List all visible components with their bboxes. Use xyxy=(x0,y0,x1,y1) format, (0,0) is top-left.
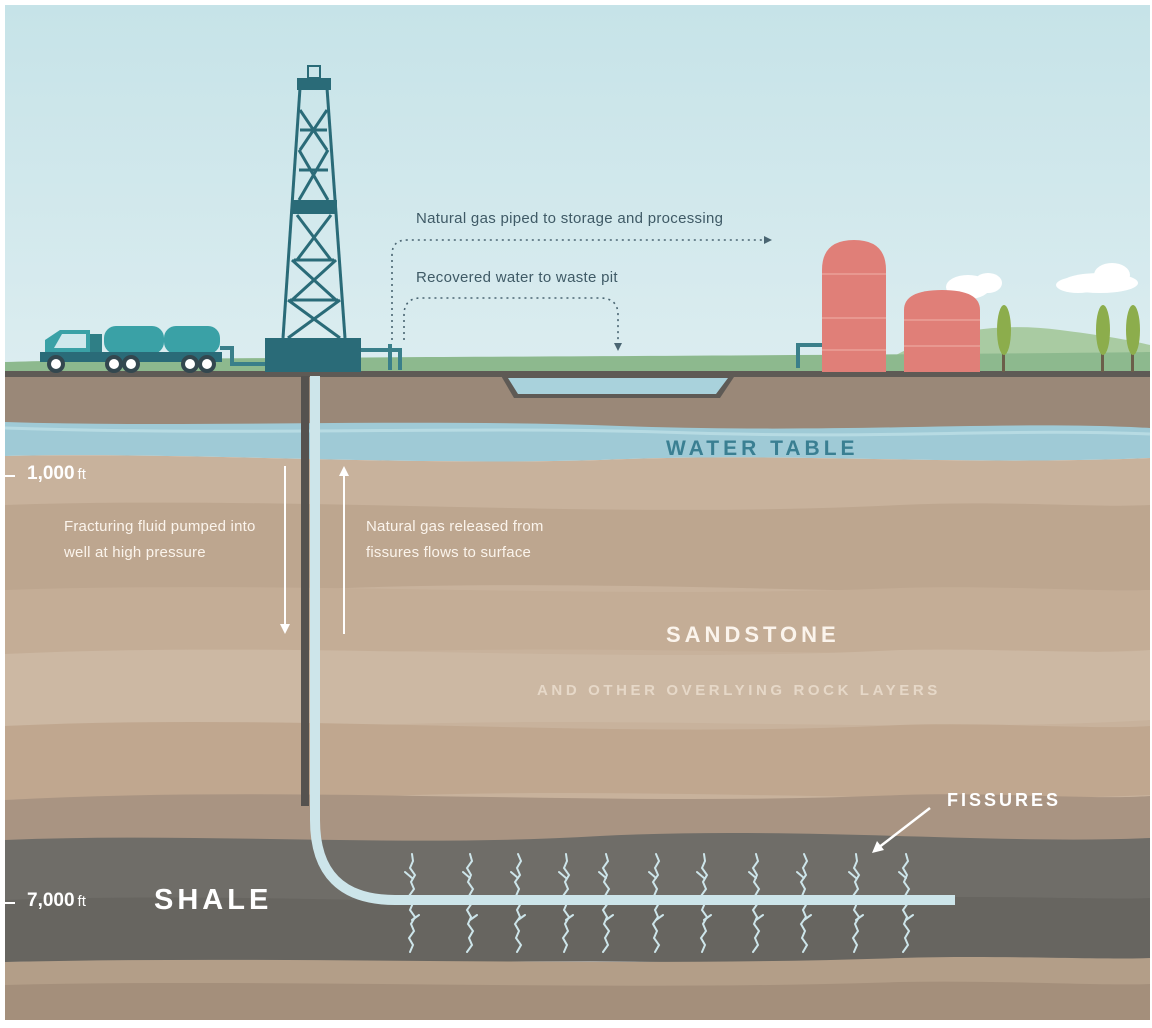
fissure-crack-branch xyxy=(848,871,864,921)
fissure-crack-branch xyxy=(558,871,574,921)
fissure-crack-branch xyxy=(898,871,914,921)
fissure-crack xyxy=(851,853,861,953)
waste-pit-label: Recovered water to waste pit xyxy=(416,269,618,286)
depth-7000-value: 7,000 xyxy=(27,890,75,911)
fissure-crack xyxy=(751,853,761,953)
fissure-cracks xyxy=(404,853,914,953)
down-arrow-icon xyxy=(280,466,290,634)
gas-storage-label: Natural gas piped to storage and process… xyxy=(416,210,724,227)
water-table-layer xyxy=(5,422,1150,462)
shale-label: SHALE xyxy=(154,884,273,916)
tree-icon xyxy=(997,305,1140,372)
fissure-crack xyxy=(901,853,911,953)
fissure-crack xyxy=(651,853,661,953)
tanker-truck-icon xyxy=(40,326,222,373)
fissure-crack-branch xyxy=(462,871,478,921)
cloud-icon xyxy=(946,263,1138,299)
storage-tank-icon xyxy=(822,240,980,372)
fissure-crack xyxy=(799,853,809,953)
depth-unit: ft xyxy=(77,893,86,910)
water-table-label: WATER TABLE xyxy=(666,437,859,460)
fissure-crack-branch xyxy=(696,871,712,921)
fissure-crack xyxy=(465,853,475,953)
fissure-crack-branch xyxy=(796,871,812,921)
well-casing xyxy=(301,376,309,806)
depth-unit: ft xyxy=(77,466,86,483)
gas-released-label: Natural gas released from fissures flows… xyxy=(366,518,544,561)
water-flow-arrow xyxy=(403,297,619,345)
fissure-crack xyxy=(699,853,709,953)
fissure-crack xyxy=(513,853,523,953)
topsoil-layer xyxy=(5,377,1150,435)
fissure-crack-branch xyxy=(404,871,420,921)
depth-tick xyxy=(5,902,15,904)
fissure-crack-branch xyxy=(748,871,764,921)
fissures-arrow-icon xyxy=(872,807,931,853)
fissure-crack-branch xyxy=(648,871,664,921)
fissure-crack xyxy=(561,853,571,953)
fissure-crack xyxy=(407,853,417,953)
gas-flow-arrow xyxy=(391,239,766,340)
fissure-crack-branch xyxy=(510,871,526,921)
fissure-crack xyxy=(601,853,611,953)
well-pipe xyxy=(310,376,955,905)
depth-1000-value: 1,000 xyxy=(27,463,75,484)
fluid-pumped-label: Fracturing fluid pumped into well at hig… xyxy=(64,518,256,561)
overlying-layers-label: AND OTHER OVERLYING ROCK LAYERS xyxy=(537,682,941,699)
fissure-crack-branch xyxy=(598,871,614,921)
fissures-label: FISSURES xyxy=(947,790,1062,810)
up-arrow-icon xyxy=(339,466,349,634)
depth-tick xyxy=(5,475,15,477)
sandstone-label: SANDSTONE xyxy=(666,622,840,647)
